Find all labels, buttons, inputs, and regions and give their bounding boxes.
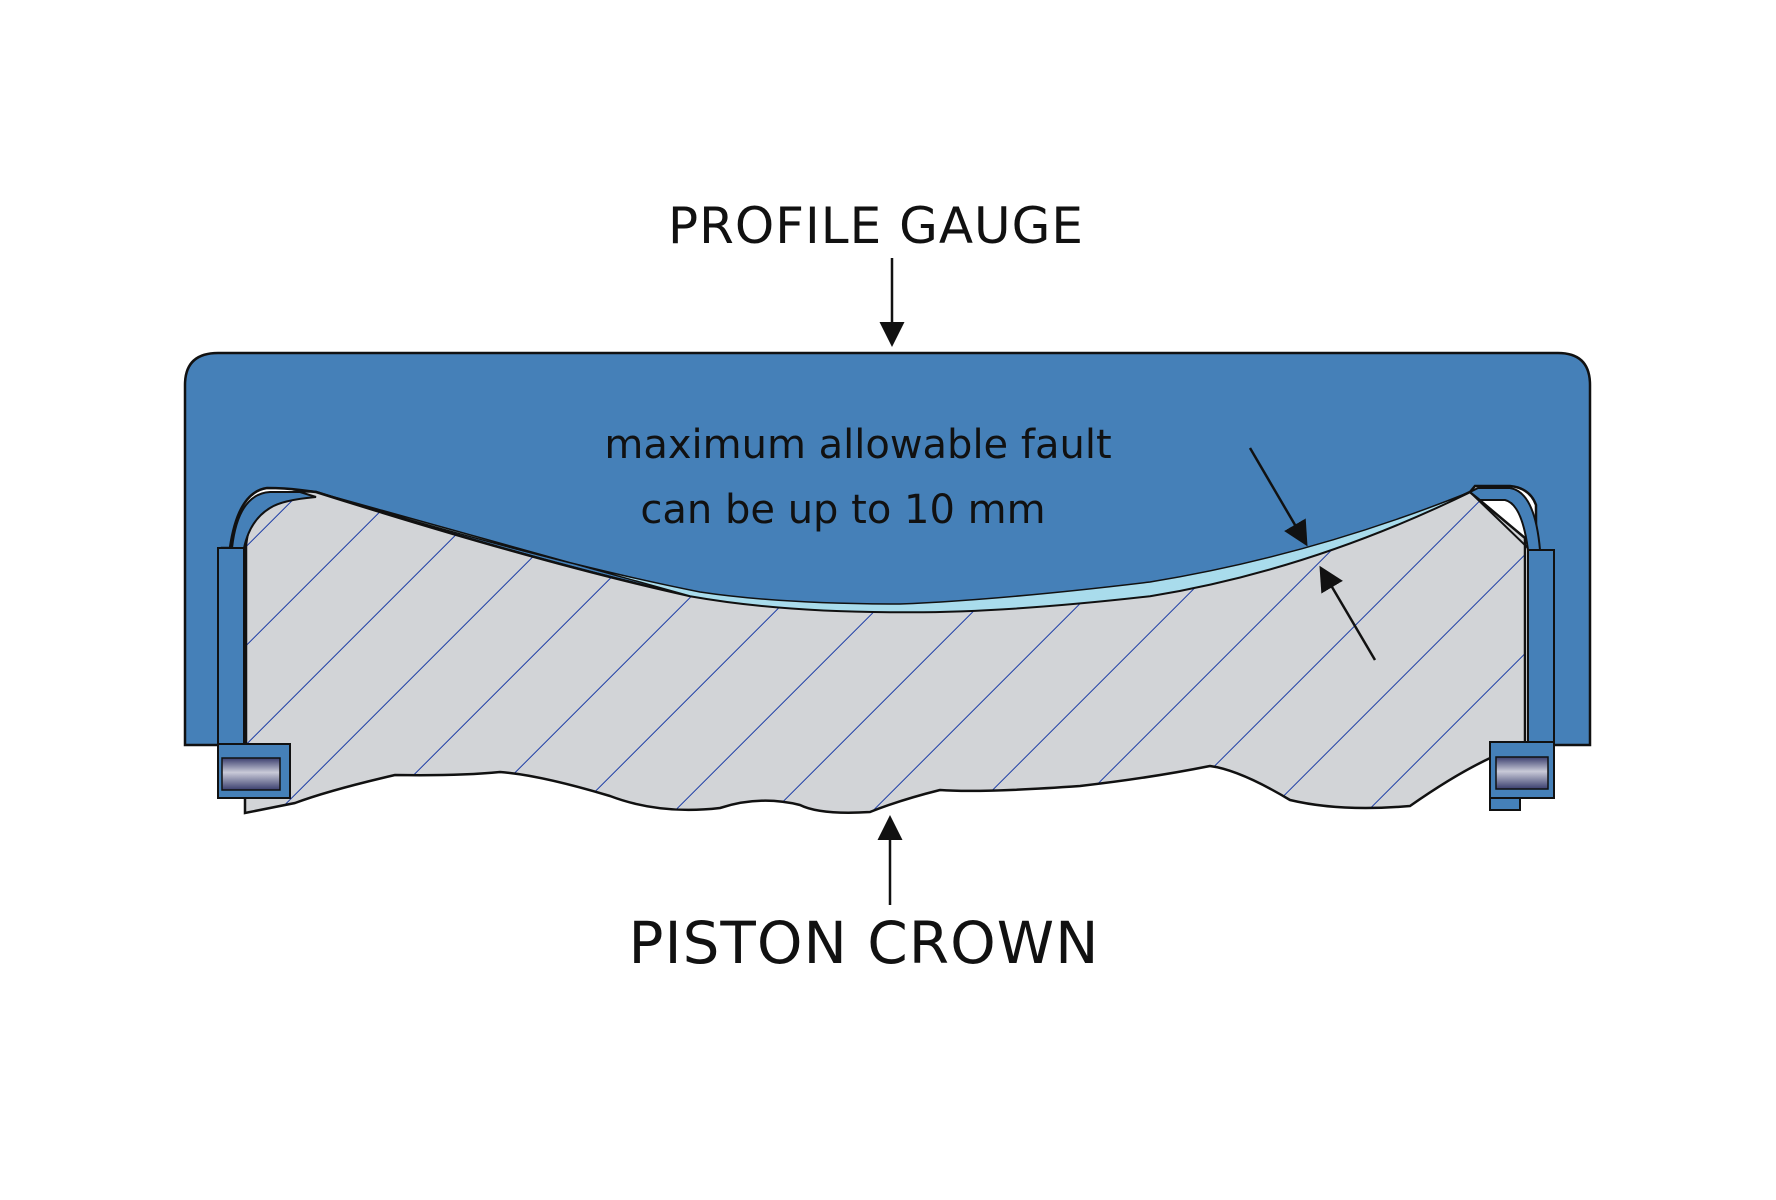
fault-arrow-lower	[1319, 565, 1377, 661]
fault-arrow-upper	[1248, 447, 1308, 547]
right-clip-bar	[1527, 549, 1555, 751]
profile-gauge-label: PROFILE GAUGE	[668, 197, 1084, 255]
left-clip-plate	[230, 491, 317, 549]
right-clip-tail	[1489, 797, 1521, 811]
annotation-line-1: maximum allowable fault	[604, 422, 1111, 468]
left-clip-bar	[217, 547, 245, 749]
piston-crown-label: PISTON CROWN	[629, 909, 1100, 977]
annotation-line-2: can be up to 10 mm	[640, 487, 1045, 533]
left-clip-block	[221, 757, 281, 791]
right-clip-block	[1495, 756, 1549, 790]
right-clip-edge	[1469, 491, 1529, 549]
